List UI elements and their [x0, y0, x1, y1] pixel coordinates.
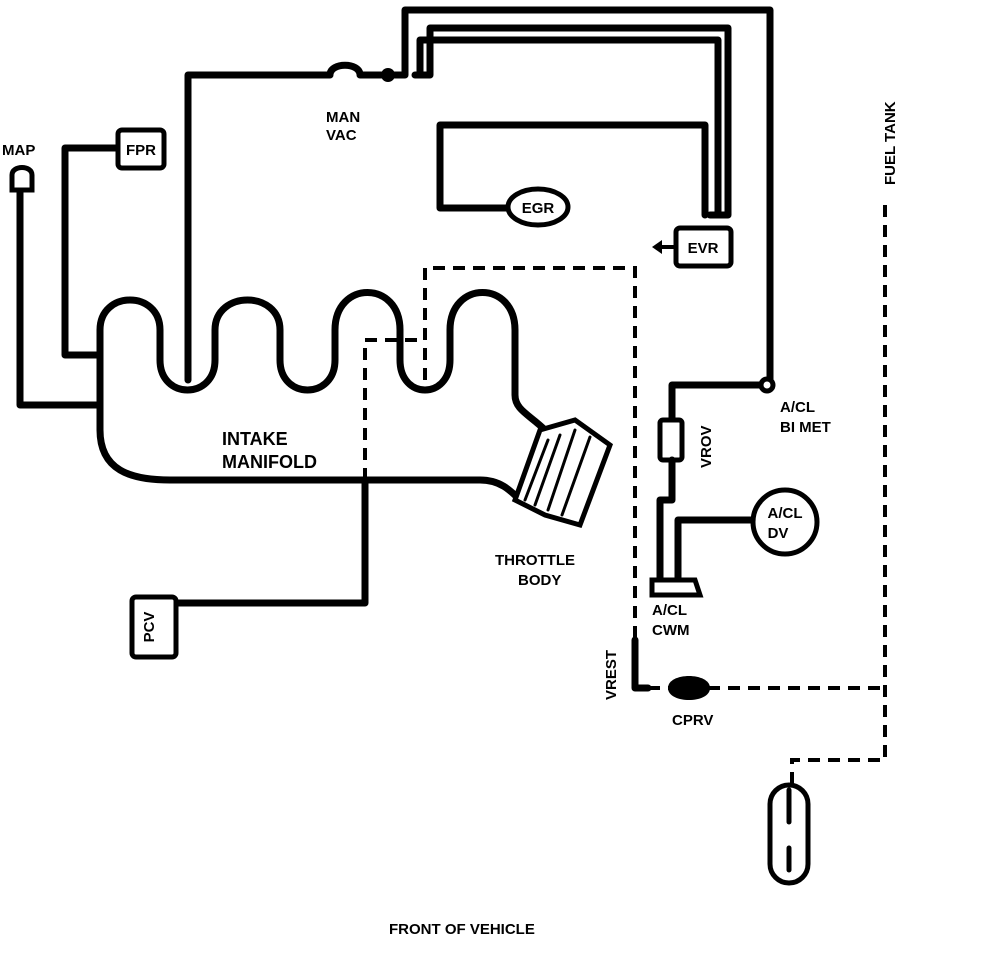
acl-bimet-hose	[668, 381, 769, 424]
map-sensor	[9, 165, 35, 193]
throttle-body	[511, 417, 614, 529]
acl-bimet-label-2: BI MET	[780, 419, 831, 436]
egr-label: EGR	[522, 200, 555, 217]
fuel-tank-line	[790, 205, 887, 785]
intake-manifold-label-1: INTAKE	[222, 429, 288, 449]
pcv-label: PCV	[141, 612, 158, 643]
pcv-dash-link	[363, 338, 425, 480]
fuel-tank-label: FUEL TANK	[882, 101, 899, 185]
acl-bimet-fitting	[758, 376, 776, 394]
vrov-hose	[656, 456, 676, 584]
acl-dv-label-1: A/CL	[768, 505, 803, 522]
fuel-vapor-canister	[767, 782, 811, 886]
acl-dv-hose	[674, 516, 759, 584]
evr-solenoid: EVR	[652, 225, 734, 269]
fpr-label: FPR	[126, 142, 156, 159]
pcv-hose	[171, 476, 369, 607]
evr-upper-hose-2	[411, 36, 722, 219]
intake-manifold-outline	[96, 289, 549, 504]
evr-label: EVR	[688, 240, 719, 257]
man-vac-label-2: VAC	[326, 127, 357, 144]
vrov-label: VROV	[698, 425, 715, 468]
cprv-label: CPRV	[672, 712, 713, 729]
front-of-vehicle-label: FRONT OF VEHICLE	[389, 921, 535, 938]
egr-hose	[436, 121, 709, 219]
acl-cwm-label-1: A/CL	[652, 602, 687, 619]
vrov-valve	[657, 417, 685, 463]
acl-bimet-label-1: A/CL	[780, 399, 815, 416]
man-vac-hose	[184, 6, 774, 384]
throttle-body-label-2: BODY	[518, 572, 561, 589]
evap-purge-line	[423, 266, 637, 640]
vrest-label: VREST	[603, 650, 620, 700]
vrest-hose	[631, 636, 652, 692]
acl-dv-label-2: DV	[768, 525, 789, 542]
acl-cwm	[649, 577, 704, 598]
evr-upper-hose	[416, 24, 732, 219]
throttle-body-label-1: THROTTLE	[495, 552, 575, 569]
fpr-hose	[61, 144, 122, 359]
map-label: MAP	[2, 142, 35, 159]
cprv-valve	[668, 676, 710, 700]
pcv-valve: PCV	[129, 594, 179, 660]
map-hose	[16, 186, 104, 409]
man-vac-fitting	[381, 68, 395, 82]
acl-dv: A/CL DV	[750, 487, 820, 557]
fpr-valve: FPR	[115, 127, 167, 171]
man-vac-label-1: MAN	[326, 109, 360, 126]
egr-valve: EGR	[505, 186, 571, 228]
acl-cwm-label-2: CWM	[652, 622, 690, 639]
intake-manifold-label-2: MANIFOLD	[222, 452, 317, 472]
